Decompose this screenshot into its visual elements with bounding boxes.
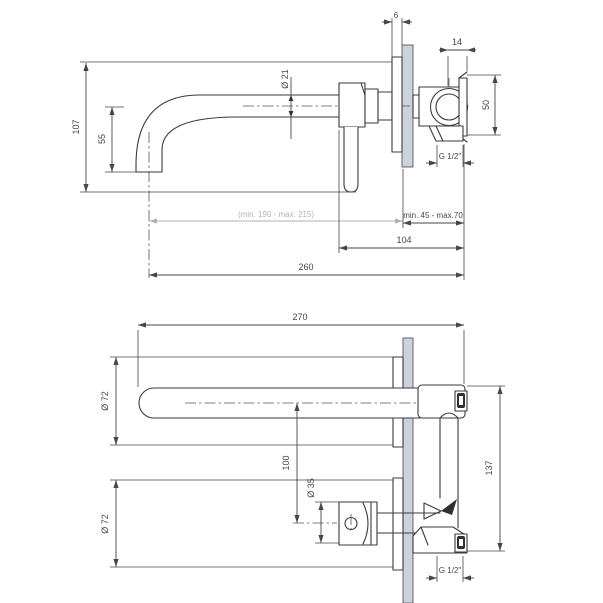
dim-label-total-length: 270 [292, 312, 307, 322]
dim-label-overall-height: 107 [71, 119, 81, 134]
ext-lines-phi72-bottom [110, 479, 393, 568]
handle-stem [376, 512, 441, 534]
supply-elbow [428, 125, 464, 142]
valve-connector [412, 94, 420, 119]
mixer-body [338, 82, 366, 128]
connecting-pipe [439, 417, 459, 529]
ext-lines-depth [402, 144, 465, 280]
ext-lines-phi72-top [110, 356, 393, 446]
ext-lines-6 [391, 18, 403, 57]
side-elevation-view: 107 55 Ø 21 6 14 50 G 1/2" (min. 190 - m… [71, 11, 501, 280]
ext-lines-phi35 [315, 501, 339, 544]
handle-lever [343, 127, 359, 193]
spout-tube-outline [138, 387, 421, 419]
dim-label-spout-diameter: Ø 21 [280, 69, 290, 89]
handle-knob-cap [362, 501, 372, 546]
dim-label-body-length: 104 [396, 235, 411, 245]
dim-label-axis-spacing: 100 [281, 455, 291, 470]
arrows-phi21 [288, 95, 294, 117]
wall-section-plan [402, 337, 414, 603]
ext-lines-14 [447, 56, 468, 86]
dim-label-handle-plate-diameter: Ø 72 [100, 514, 110, 534]
dim-label-depth-range: min. 45 - max.70 [403, 211, 463, 220]
dim-label-total-projection: 260 [298, 262, 313, 272]
dim-label-handle-diameter: Ø 35 [306, 478, 316, 498]
cartridge-wing-right [441, 499, 457, 515]
dim-label-spout-plate-diameter: Ø 72 [100, 391, 110, 411]
dim-label-bracket-offset: 14 [452, 37, 462, 47]
cartridge-wing-left [423, 502, 442, 520]
handle-centerline [293, 514, 352, 533]
top-fitting-slot [459, 396, 463, 405]
spout-outline [135, 94, 340, 173]
pipe-union-arc [439, 412, 459, 419]
valve-bottom-detail [420, 526, 429, 546]
body-collar [377, 91, 393, 121]
supply-elbow-line [435, 125, 444, 142]
ext-lines-55 [105, 106, 136, 173]
handle-escutcheon [392, 477, 404, 571]
dim-label-connection-side: G 1/2" [439, 152, 462, 161]
body-adapter [364, 88, 379, 124]
dim-label-plate-thickness: 6 [394, 11, 399, 20]
escutcheon-plate [391, 56, 403, 153]
dim-label-projection-range: (min. 190 - max. 215) [238, 210, 314, 219]
dim-label-valve-length: 137 [484, 460, 494, 475]
ext-lines-107 [80, 61, 392, 193]
bottom-fitting-slot [459, 539, 463, 546]
ext-lines-270 [137, 330, 465, 387]
dim-label-spout-drop: 55 [97, 134, 107, 144]
dim-label-valve-height: 50 [481, 100, 491, 110]
plan-view: 270 Ø 72 100 Ø 35 Ø 72 137 G 1/2" [100, 312, 505, 603]
dim-label-connection-plan: G 1/2" [439, 566, 462, 575]
